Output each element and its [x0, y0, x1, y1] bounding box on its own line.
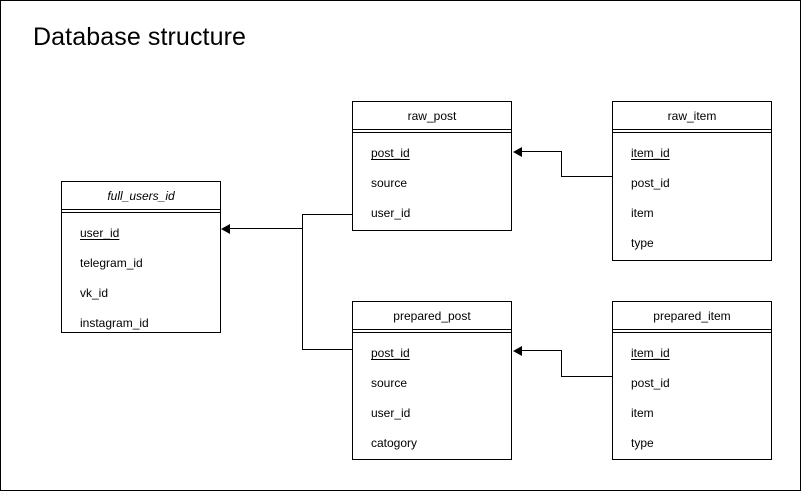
field-row[interactable]: item: [613, 198, 771, 228]
field-label: item_id: [631, 346, 670, 360]
connector-posts-to-full-users-vertical: [302, 214, 303, 350]
field-row[interactable]: type: [613, 228, 771, 258]
field-label: post_id: [631, 376, 670, 390]
field-row[interactable]: item: [613, 398, 771, 428]
entity-fields-full-users-id: user_id telegram_id vk_id instagram_id: [62, 210, 220, 342]
field-row[interactable]: source: [353, 168, 511, 198]
entity-header-prepared-item: prepared_item: [613, 302, 771, 333]
field-row[interactable]: post_id: [613, 168, 771, 198]
entity-prepared-item[interactable]: prepared_item item_id post_id item type: [612, 301, 772, 460]
field-label: type: [631, 436, 654, 450]
entity-fields-raw-post: post_id source user_id: [353, 130, 511, 232]
field-label: post_id: [631, 176, 670, 190]
field-label: source: [371, 376, 408, 390]
field-label: instagram_id: [80, 316, 149, 330]
field-row[interactable]: user_id: [62, 218, 220, 248]
field-label: item: [631, 206, 654, 220]
connector-posts-to-full-users-arrow-line: [230, 228, 303, 229]
field-row[interactable]: item_id: [613, 338, 771, 368]
page-title: Database structure: [33, 23, 247, 51]
entity-title-raw-item: raw_item: [667, 108, 717, 123]
field-label: type: [631, 236, 654, 250]
entity-header-prepared-post: prepared_post: [353, 302, 511, 333]
connector-raw-post-user-id-stub: [302, 214, 353, 215]
entity-fields-prepared-post: post_id source user_id catogory: [353, 330, 511, 462]
field-label: item: [631, 406, 654, 420]
field-row[interactable]: telegram_id: [62, 248, 220, 278]
field-label: telegram_id: [80, 256, 143, 270]
entity-prepared-post[interactable]: prepared_post post_id source user_id cat…: [352, 301, 512, 460]
entity-fields-raw-item: item_id post_id item type: [613, 130, 771, 262]
connector-raw-item-to-raw-post-segment-upper: [522, 151, 562, 152]
field-label: source: [371, 176, 408, 190]
field-label: post_id: [371, 346, 410, 360]
connector-raw-item-to-raw-post-segment-lower: [561, 176, 612, 177]
entity-raw-item[interactable]: raw_item item_id post_id item type: [612, 101, 772, 261]
entity-header-raw-item: raw_item: [613, 102, 771, 133]
entity-title-raw-post: raw_post: [407, 108, 457, 123]
field-row[interactable]: vk_id: [62, 278, 220, 308]
field-row[interactable]: post_id: [353, 138, 511, 168]
field-row[interactable]: user_id: [353, 198, 511, 228]
field-row[interactable]: user_id: [353, 398, 511, 428]
field-row[interactable]: post_id: [613, 368, 771, 398]
field-label: vk_id: [80, 286, 109, 300]
field-label: item_id: [631, 146, 670, 160]
connector-prepared-item-to-prepared-post-segment-vertical: [561, 350, 562, 377]
field-label: catogory: [371, 436, 418, 450]
entity-title-prepared-item: prepared_item: [653, 308, 731, 323]
connector-prepared-item-to-prepared-post-segment-upper: [522, 350, 562, 351]
entity-full-users-id[interactable]: full_users_id user_id telegram_id vk_id …: [61, 181, 221, 333]
field-row[interactable]: instagram_id: [62, 308, 220, 338]
entity-header-full-users-id: full_users_id: [62, 182, 220, 213]
connector-raw-item-to-raw-post-segment-vertical: [561, 151, 562, 177]
arrowhead-icon-prepared-post: [513, 346, 522, 356]
entity-header-raw-post: raw_post: [353, 102, 511, 133]
entity-title-prepared-post: prepared_post: [393, 308, 471, 323]
entity-raw-post[interactable]: raw_post post_id source user_id: [352, 101, 512, 231]
connector-prepared-post-post-id-stub: [302, 349, 353, 350]
connector-prepared-item-to-prepared-post-segment-lower: [561, 376, 612, 377]
arrowhead-icon-raw-post: [513, 147, 522, 157]
field-label: user_id: [371, 206, 411, 220]
field-label: post_id: [371, 146, 410, 160]
field-label: user_id: [371, 406, 411, 420]
field-row[interactable]: source: [353, 368, 511, 398]
field-row[interactable]: item_id: [613, 138, 771, 168]
field-row[interactable]: catogory: [353, 428, 511, 458]
entity-title-full-users-id: full_users_id: [107, 188, 175, 203]
field-row[interactable]: post_id: [353, 338, 511, 368]
field-label: user_id: [80, 226, 120, 240]
arrowhead-icon-full-users-id: [221, 224, 230, 234]
field-row[interactable]: type: [613, 428, 771, 458]
entity-fields-prepared-item: item_id post_id item type: [613, 330, 771, 462]
